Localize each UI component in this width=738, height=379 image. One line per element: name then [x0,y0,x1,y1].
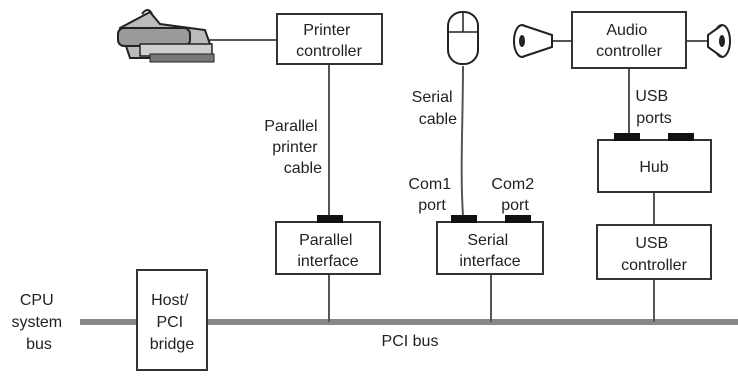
parallel-interface-label: Parallel interface [297,232,358,270]
com2-port-connector [505,215,531,223]
printer-controller-box [276,13,383,65]
usb-controller-box [596,224,712,280]
left-speaker-icon [513,24,553,58]
printer-controller-label: Printer controller [296,22,362,60]
parallel-printer-cable-label: Parallel printer cable [264,118,322,177]
serial-interface-box [436,221,544,275]
parallel-port-connector [317,215,343,223]
host-pci-bridge-label: Host/ PCI bridge [150,292,195,353]
printer-icon [117,9,215,63]
serial-interface-label: Serial interface [459,232,520,270]
audio-controller-label: Audio controller [596,22,662,60]
right-speaker-icon [707,24,731,58]
mouse-icon [447,11,479,65]
usb-controller-label: USB controller [621,235,687,274]
hub-label: Hub [639,159,668,176]
audio-controller-box [571,11,687,69]
com1-port-label: Com1 port [408,176,455,214]
usb-port-2-connector [668,133,694,141]
usb-port-1-connector [614,133,640,141]
cpu-system-bus-label: CPU system bus [11,292,66,353]
serial-cable-line [460,65,464,217]
usb-ports-label: USB ports [635,88,672,127]
hub-box [597,139,712,193]
com2-port-label: Com2 port [491,176,538,214]
com1-port-connector [451,215,477,223]
host-pci-bridge-box [136,269,208,371]
pci-bus-label: PCI bus [382,333,439,350]
parallel-interface-box [275,221,381,275]
serial-cable-label: Serial cable [412,89,457,128]
